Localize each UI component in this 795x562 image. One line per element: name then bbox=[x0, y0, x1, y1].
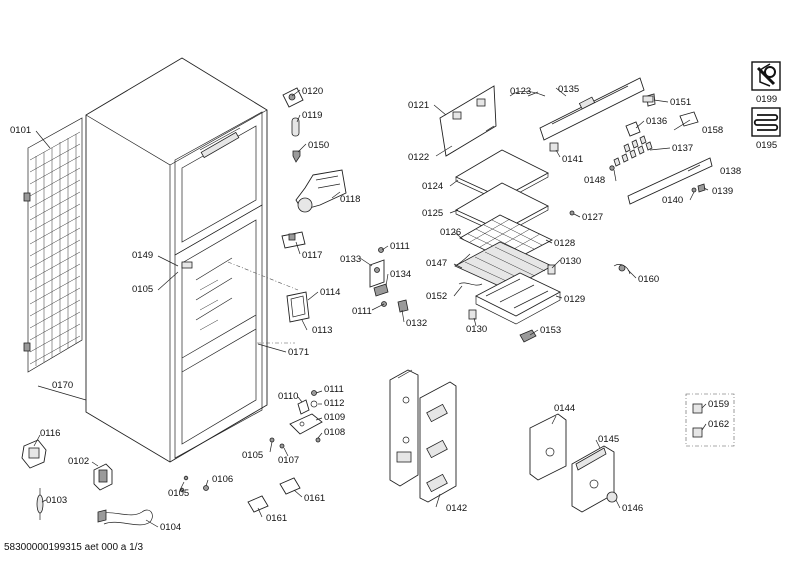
label-0138: 0138 bbox=[720, 166, 742, 177]
label-0111: 0111 bbox=[390, 241, 410, 252]
label-0148: 0148 bbox=[584, 175, 606, 186]
label-0120: 0120 bbox=[302, 86, 324, 97]
lamp-cover bbox=[286, 291, 310, 323]
label-0112: 0112 bbox=[324, 398, 345, 409]
label-0123: 0123 bbox=[510, 86, 532, 97]
label-0104: 0104 bbox=[160, 522, 182, 533]
label-0161-b: 0161 bbox=[266, 513, 288, 524]
label-0121: 0121 bbox=[408, 100, 430, 111]
label-0101: 0101 bbox=[10, 125, 32, 136]
label-0122: 0122 bbox=[408, 152, 430, 163]
label-0129: 0129 bbox=[564, 294, 586, 305]
label-0151: 0151 bbox=[670, 97, 692, 108]
label-0108: 0108 bbox=[324, 427, 346, 438]
label-0125: 0125 bbox=[422, 208, 444, 219]
clip-part bbox=[642, 95, 654, 103]
label-0105-c: 0105 bbox=[168, 488, 190, 499]
condenser-coil bbox=[23, 117, 83, 373]
label-0105-b: 0105 bbox=[242, 450, 264, 461]
label-0199: 0199 bbox=[756, 94, 778, 105]
label-0170: 0170 bbox=[52, 380, 74, 391]
label-0171: 0171 bbox=[288, 347, 310, 358]
label-0140: 0140 bbox=[662, 195, 684, 206]
label-0144: 0144 bbox=[554, 403, 576, 414]
label-0106: 0106 bbox=[212, 474, 234, 485]
wrench-icon bbox=[751, 61, 781, 91]
label-0139: 0139 bbox=[712, 186, 734, 197]
document-id: 58300000199315 aet 000 a 1/3 bbox=[4, 542, 144, 553]
label-0113: 0113 bbox=[312, 325, 333, 336]
label-0158: 0158 bbox=[702, 125, 724, 136]
label-0102: 0102 bbox=[68, 456, 90, 467]
label-0141: 0141 bbox=[562, 154, 584, 165]
hinge-small-parts bbox=[269, 390, 323, 449]
label-0119: 0119 bbox=[302, 110, 323, 121]
label-0105: 0105 bbox=[132, 284, 154, 295]
cabinet bbox=[85, 57, 268, 463]
label-0127: 0127 bbox=[582, 212, 604, 223]
label-0109: 0109 bbox=[324, 412, 346, 423]
label-0111-b: 0111 bbox=[352, 306, 372, 317]
label-0142: 0142 bbox=[446, 503, 468, 514]
label-0153: 0153 bbox=[540, 325, 562, 336]
label-0118: 0118 bbox=[340, 194, 361, 205]
label-0147: 0147 bbox=[426, 258, 448, 269]
label-0195: 0195 bbox=[756, 140, 778, 151]
label-0160: 0160 bbox=[638, 274, 660, 285]
label-0110: 0110 bbox=[278, 391, 299, 402]
coil-icon bbox=[751, 107, 781, 137]
label-0116: 0116 bbox=[40, 428, 61, 439]
door-hinge-plates bbox=[389, 369, 457, 503]
label-0134: 0134 bbox=[390, 269, 412, 280]
label-0107: 0107 bbox=[278, 455, 300, 466]
light-switch bbox=[369, 247, 409, 313]
label-0152: 0152 bbox=[426, 291, 448, 302]
label-0132: 0132 bbox=[406, 318, 428, 329]
label-0145: 0145 bbox=[598, 434, 620, 445]
label-0159: 0159 bbox=[708, 399, 730, 410]
label-0149: 0149 bbox=[132, 250, 154, 261]
leader-lines bbox=[33, 87, 709, 528]
label-0111-c: 0111 bbox=[324, 384, 344, 395]
label-0126: 0126 bbox=[440, 227, 462, 238]
label-0128: 0128 bbox=[554, 238, 576, 249]
label-0137: 0137 bbox=[672, 143, 694, 154]
label-0133: 0133 bbox=[340, 254, 362, 265]
glass-shelves bbox=[454, 149, 575, 343]
bottom-parts bbox=[21, 439, 301, 526]
label-0114: 0114 bbox=[320, 287, 341, 298]
label-0150: 0150 bbox=[308, 140, 330, 151]
label-0124: 0124 bbox=[422, 181, 444, 192]
label-0103: 0103 bbox=[46, 495, 68, 506]
hinge-blocks bbox=[529, 413, 618, 513]
label-0130-b: 0130 bbox=[466, 324, 488, 335]
evaporator-panel bbox=[439, 85, 546, 157]
label-0146: 0146 bbox=[622, 503, 644, 514]
label-0136: 0136 bbox=[646, 116, 668, 127]
label-0161: 0161 bbox=[304, 493, 326, 504]
label-0130: 0130 bbox=[560, 256, 582, 267]
label-0162: 0162 bbox=[708, 419, 730, 430]
label-0135: 0135 bbox=[558, 84, 580, 95]
label-0117: 0117 bbox=[302, 250, 323, 261]
labels-panel bbox=[685, 393, 735, 447]
